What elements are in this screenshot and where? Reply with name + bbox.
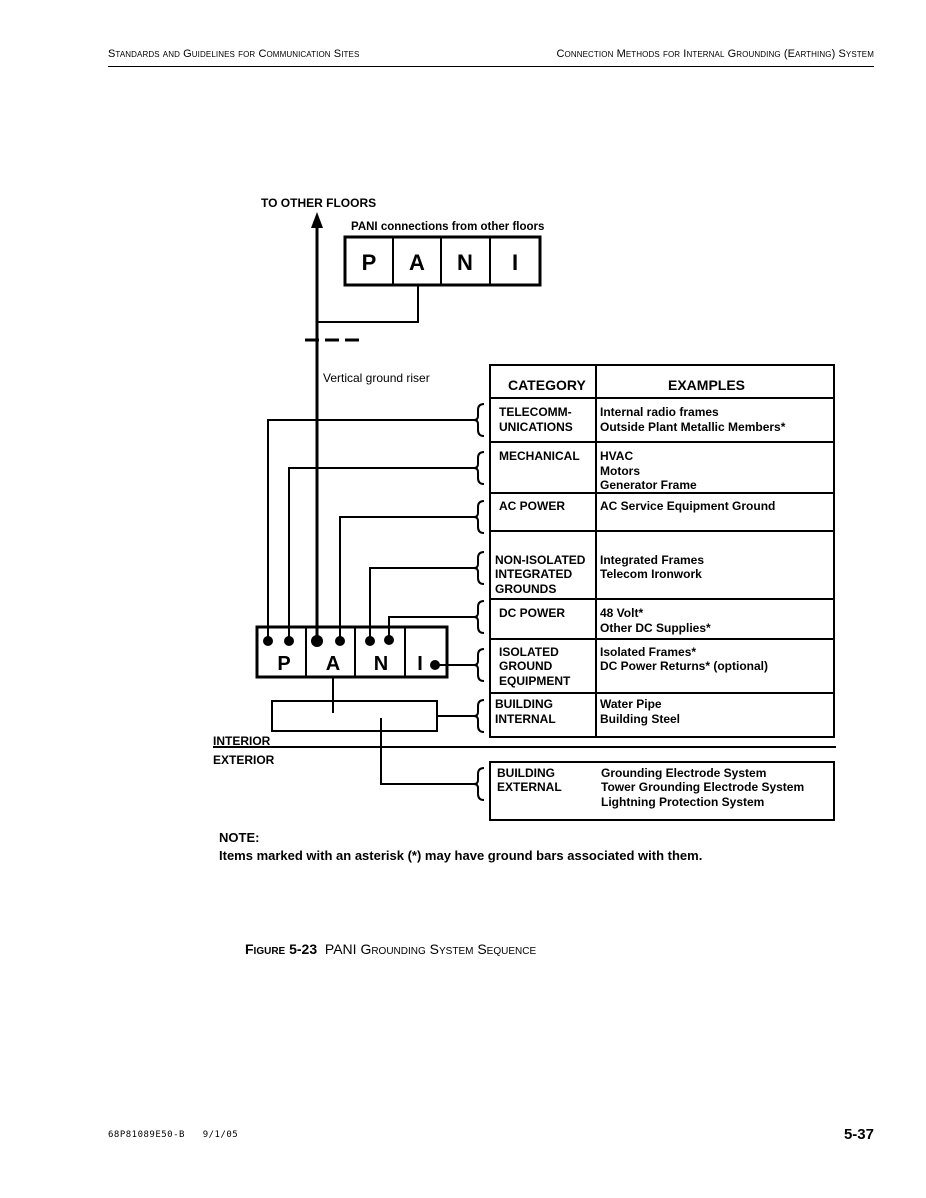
interior-label: INTERIOR [213, 734, 271, 748]
lower-pani-box [255, 625, 449, 679]
row1-category-2: UNICATIONS [499, 420, 573, 434]
row2-example-1: HVAC [600, 449, 633, 463]
row7-category-1: BUILDING [495, 697, 553, 711]
row1-example-2: Outside Plant Metallic Members* [600, 420, 786, 434]
external-table [489, 761, 835, 821]
row4-example-1: Integrated Frames [600, 553, 704, 567]
note-text: Items marked with an asterisk (*) may ha… [219, 848, 703, 863]
row1-category-1: TELECOMM- [499, 405, 572, 419]
note-title: NOTE: [219, 830, 260, 845]
lower-pani-i: I [417, 653, 423, 675]
row2-example-3: Generator Frame [600, 478, 697, 492]
row4-category-2: INTEGRATED [495, 567, 572, 581]
pani-from-floors-label: PANI connections from other floors [351, 221, 544, 233]
ext-category-1: BUILDING [497, 766, 555, 780]
row3-example-1: AC Service Equipment Ground [600, 499, 775, 513]
upper-pani-box [343, 235, 542, 287]
row5-example-1: 48 Volt* [600, 606, 643, 620]
page-number: 5-37 [843, 1126, 874, 1143]
running-header-right: Connection Methods for Internal Groundin… [556, 48, 874, 60]
row4-category-3: GROUNDS [495, 582, 556, 596]
exterior-label: EXTERIOR [213, 753, 275, 767]
upper-pani-n: N [457, 250, 473, 275]
lower-pani-a: A [326, 653, 340, 675]
row7-example-2: Building Steel [600, 712, 680, 726]
row2-category-1: MECHANICAL [499, 449, 580, 463]
table-header-examples: EXAMPLES [668, 377, 745, 393]
riser-label: Vertical ground riser [323, 371, 430, 385]
row4-example-2: Telecom Ironwork [600, 567, 702, 581]
row6-category-3: EQUIPMENT [499, 674, 571, 688]
row6-example-2: DC Power Returns* (optional) [600, 659, 768, 673]
category-table [489, 364, 835, 738]
row1-example-1: Internal radio frames [600, 405, 719, 419]
lower-pani-p: P [277, 653, 290, 675]
ext-example-3: Lightning Protection System [601, 795, 764, 809]
row4-category-1: NON-ISOLATED [495, 553, 586, 567]
ext-category-2: EXTERNAL [497, 780, 562, 794]
row2-example-2: Motors [600, 464, 640, 478]
row5-example-2: Other DC Supplies* [600, 621, 711, 635]
upper-pani-i: I [512, 250, 518, 275]
upper-pani-p: P [362, 250, 377, 275]
ext-example-2: Tower Grounding Electrode System [601, 780, 804, 794]
ground-bar [271, 700, 438, 732]
figure-number: Figure 5-23 [245, 941, 318, 957]
ext-example-1: Grounding Electrode System [601, 766, 766, 780]
figure-caption: Figure 5-23 PANI Grounding System Sequen… [245, 941, 536, 957]
row6-category-2: GROUND [499, 659, 553, 673]
doc-id: 68P81089E50-B 9/1/05 [108, 1130, 239, 1140]
table-header-category: CATEGORY [508, 377, 586, 393]
to-other-floors-label: TO OTHER FLOORS [261, 196, 376, 210]
lower-pani-n: N [374, 653, 388, 675]
figure-title: PANI Grounding System Sequence [324, 941, 537, 957]
row6-example-1: Isolated Frames* [600, 645, 696, 659]
row7-example-1: Water Pipe [600, 697, 662, 711]
row3-category-1: AC POWER [499, 499, 565, 513]
up-arrow-icon [311, 212, 323, 228]
upper-pani-a: A [409, 250, 425, 275]
row6-category-1: ISOLATED [499, 645, 559, 659]
header-rule [108, 66, 874, 67]
row5-category-1: DC POWER [499, 606, 565, 620]
note-block: NOTE: Items marked with an asterisk (*) … [219, 829, 702, 865]
running-header-left: Standards and Guidelines for Communicati… [108, 48, 360, 60]
row7-category-2: INTERNAL [495, 712, 556, 726]
